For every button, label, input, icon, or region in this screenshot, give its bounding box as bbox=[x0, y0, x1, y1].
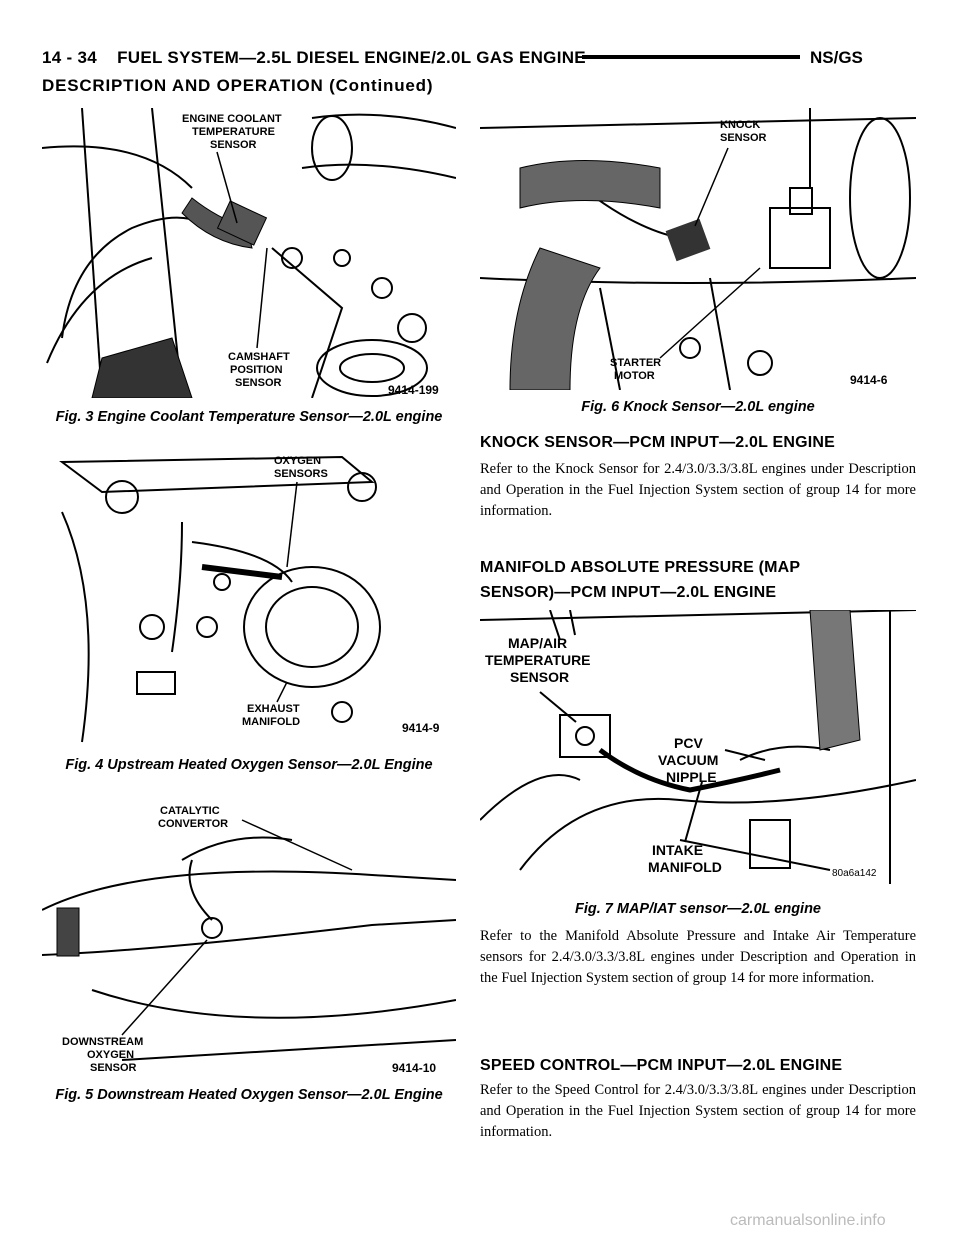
watermark: carmanualsonline.info bbox=[730, 1212, 886, 1229]
fig5-number: 9414-10 bbox=[392, 1061, 436, 1075]
figure-3-illustration: ENGINE COOLANT TEMPERATURE SENSOR CAMSHA… bbox=[42, 108, 456, 398]
cat-label-line1: CATALYTIC bbox=[160, 805, 220, 817]
cmp-label-line2: POSITION bbox=[230, 364, 283, 376]
map-label-line2: TEMPERATURE bbox=[485, 652, 591, 668]
ect-label-line2: TEMPERATURE bbox=[192, 126, 275, 138]
ect-label-line3: SENSOR bbox=[210, 139, 257, 151]
down-label-line1: DOWNSTREAM bbox=[62, 1036, 143, 1048]
section-title: DESCRIPTION AND OPERATION (Continued) bbox=[42, 76, 434, 95]
figure-7-illustration: MAP/AIR TEMPERATURE SENSOR PCV VACUUM NI… bbox=[480, 610, 916, 884]
exhaust-label-line2: MANIFOLD bbox=[242, 716, 300, 728]
knock-heading: KNOCK SENSOR—PCM INPUT—2.0L ENGINE bbox=[480, 434, 835, 451]
pcv-label-line1: PCV bbox=[674, 735, 703, 751]
manual-code: NS/GS bbox=[810, 48, 863, 67]
map-label-line3: SENSOR bbox=[510, 669, 569, 685]
map-heading-line2: SENSOR)—PCM INPUT—2.0L ENGINE bbox=[480, 584, 777, 601]
cmp-label-line1: CAMSHAFT bbox=[228, 351, 290, 363]
knock-label-line1: KNOCK bbox=[720, 119, 760, 131]
figure-5-illustration: CATALYTIC CONVERTOR DOWNSTREAM OXYGEN SE… bbox=[42, 800, 456, 1076]
running-title: FUEL SYSTEM—2.5L DIESEL ENGINE/2.0L GAS … bbox=[117, 48, 586, 67]
fig6-number: 9414-6 bbox=[850, 373, 888, 387]
intake-label-line1: INTAKE bbox=[652, 842, 703, 858]
starter-label-line1: STARTER bbox=[610, 357, 661, 369]
map-label-line1: MAP/AIR bbox=[508, 635, 567, 651]
figure-6-illustration: KNOCK SENSOR STARTER MOTOR 9414-6 bbox=[480, 108, 916, 390]
figure-5-caption: Fig. 5 Downstream Heated Oxygen Sensor—2… bbox=[55, 1087, 443, 1103]
exhaust-label-line1: EXHAUST bbox=[247, 703, 300, 715]
down-label-line3: SENSOR bbox=[90, 1062, 137, 1074]
page-header-left: 14 - 34 FUEL SYSTEM—2.5L DIESEL ENGINE/2… bbox=[42, 48, 586, 68]
fig3-number: 9414-199 bbox=[388, 383, 439, 397]
figure-4-illustration: OXYGEN SENSORS EXHAUST MANIFOLD 9414-9 bbox=[42, 452, 456, 748]
figure-6-caption: Fig. 6 Knock Sensor—2.0L engine bbox=[581, 399, 815, 415]
o2-label-line1: OXYGEN bbox=[274, 455, 321, 467]
figure-3-caption: Fig. 3 Engine Coolant Temperature Sensor… bbox=[55, 409, 443, 425]
fig4-number: 9414-9 bbox=[402, 721, 440, 735]
header-rule bbox=[582, 55, 800, 59]
map-body: Refer to the Manifold Absolute Pressure … bbox=[480, 928, 916, 986]
cmp-label-line3: SENSOR bbox=[235, 377, 282, 389]
fig7-number: 80a6a142 bbox=[832, 868, 877, 879]
knock-body: Refer to the Knock Sensor for 2.4/3.0/3.… bbox=[480, 461, 916, 519]
pcv-label-line2: VACUUM bbox=[658, 752, 718, 768]
o2-label-line2: SENSORS bbox=[274, 468, 328, 480]
starter-label-line2: MOTOR bbox=[614, 370, 655, 382]
cat-label-line2: CONVERTOR bbox=[158, 818, 228, 830]
figure-4-caption: Fig. 4 Upstream Heated Oxygen Sensor—2.0… bbox=[65, 757, 433, 773]
knock-label-line2: SENSOR bbox=[720, 132, 767, 144]
down-label-line2: OXYGEN bbox=[87, 1049, 134, 1061]
speed-heading: SPEED CONTROL—PCM INPUT—2.0L ENGINE bbox=[480, 1057, 843, 1074]
speed-body: Refer to the Speed Control for 2.4/3.0/3… bbox=[480, 1082, 916, 1140]
intake-label-line2: MANIFOLD bbox=[648, 859, 722, 875]
ect-label-line1: ENGINE COOLANT bbox=[182, 113, 282, 125]
page-number: 14 - 34 bbox=[42, 48, 98, 67]
pcv-label-line3: NIPPLE bbox=[666, 769, 717, 785]
map-heading-line1: MANIFOLD ABSOLUTE PRESSURE (MAP bbox=[480, 559, 801, 576]
figure-7-caption: Fig. 7 MAP/IAT sensor—2.0L engine bbox=[574, 901, 821, 917]
